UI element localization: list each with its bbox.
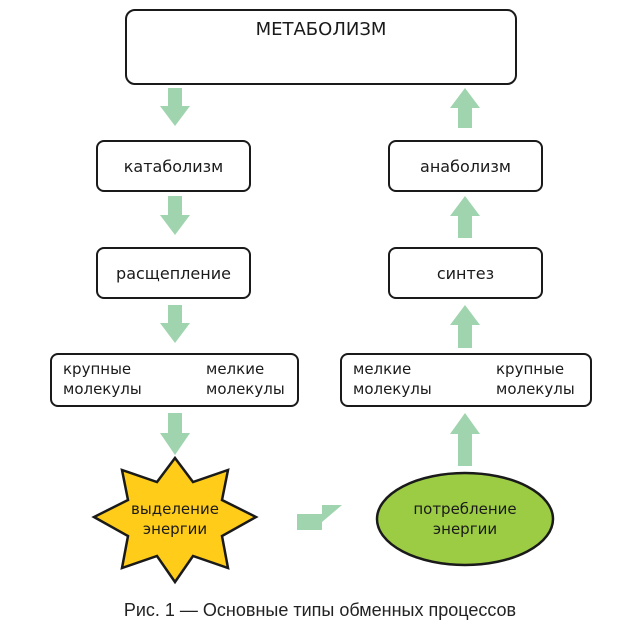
- anabolism-label: анаболизм: [420, 156, 511, 176]
- anabolism-box: анаболизм: [388, 140, 543, 192]
- arrow-down-4: [160, 413, 190, 455]
- left-mol-from-2: молекулы: [63, 380, 142, 398]
- figure-caption: Рис. 1 — Основные типы обменных процессо…: [123, 600, 517, 620]
- left-mol-from-1: крупные: [63, 360, 132, 378]
- energy-consumption-line1: потребление: [413, 500, 517, 518]
- energy-ellipse: [375, 471, 555, 567]
- energy-star: [91, 455, 259, 585]
- metabolism-label: МЕТАБОЛИЗМ: [255, 19, 387, 40]
- arrow-up-4: [450, 413, 480, 466]
- arrow-up-3: [450, 305, 480, 348]
- right-mol-from-2: молекулы: [353, 380, 432, 398]
- breakdown-box: расщепление: [96, 247, 251, 299]
- right-mol-to-1: крупные: [496, 360, 565, 378]
- energy-consumption-line2: энергии: [432, 520, 498, 538]
- energy-release-line2: энергии: [142, 520, 208, 538]
- arrow-up-1: [450, 88, 480, 128]
- synthesis-label: синтез: [436, 263, 495, 283]
- metabolism-box: МЕТАБОЛИЗМ: [125, 9, 517, 85]
- left-mol-to-1: мелкие: [206, 360, 265, 378]
- left-mol-to-2: молекулы: [206, 380, 285, 398]
- arrow-right-energy: [297, 505, 342, 530]
- left-molecules-box: крупные молекулы мелкие молекулы: [50, 353, 299, 407]
- synthesis-box: синтез: [388, 247, 543, 299]
- energy-release-text: выделение энергии: [115, 499, 235, 539]
- right-mol-to-2: молекулы: [496, 380, 575, 398]
- arrow-down-3: [160, 305, 190, 343]
- energy-release-line1: выделение: [131, 500, 219, 518]
- right-mol-from-1: мелкие: [353, 360, 412, 378]
- right-molecules-box: мелкие молекулы крупные молекулы: [340, 353, 592, 407]
- catabolism-box: катаболизм: [96, 140, 251, 192]
- arrow-down-1: [160, 88, 190, 126]
- catabolism-label: катаболизм: [123, 156, 224, 176]
- arrow-up-2: [450, 196, 480, 238]
- breakdown-label: расщепление: [116, 263, 231, 283]
- arrow-down-2: [160, 196, 190, 235]
- energy-consumption-text: потребление энергии: [400, 499, 530, 539]
